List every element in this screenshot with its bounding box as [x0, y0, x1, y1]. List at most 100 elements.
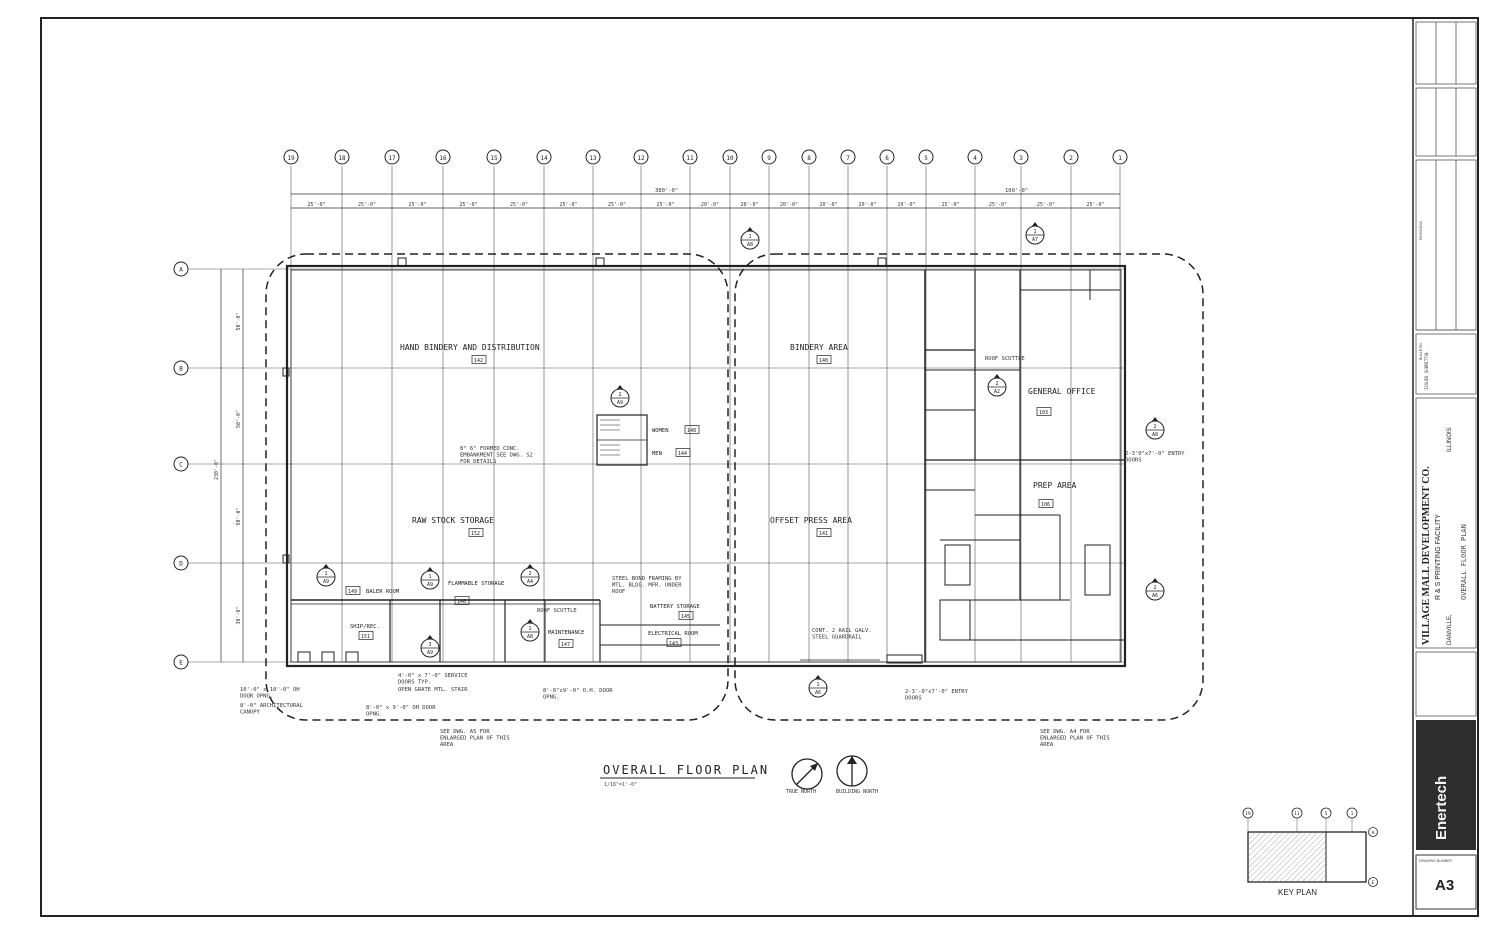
key-plan-title: KEY PLAN	[1278, 888, 1317, 897]
svg-text:2: 2	[528, 571, 531, 577]
note-text: DOORS TYP.	[398, 680, 431, 686]
section-tag: 2A2	[987, 374, 1007, 397]
svg-text:A8: A8	[1152, 432, 1158, 438]
svg-text:E: E	[1372, 880, 1375, 886]
grid-bubble	[1013, 149, 1029, 165]
room-number: 149	[348, 589, 357, 595]
overall-dim: 100'-0"	[1005, 188, 1028, 194]
svg-text:3: 3	[428, 642, 431, 648]
room-number: 147	[561, 642, 570, 648]
bay-dim: 25'-0"	[459, 202, 477, 208]
bay-dim: 25'-0"	[408, 202, 426, 208]
grid-label: 18	[338, 155, 346, 162]
note-text: ROOF	[612, 589, 625, 595]
svg-text:A8: A8	[527, 634, 533, 640]
room-number: 103	[1039, 410, 1048, 416]
grid-bubble	[633, 149, 649, 165]
section-tag: 1A8	[520, 619, 540, 642]
note-text: OPEN GRATE MTL. STAIR	[398, 687, 468, 693]
svg-text:A6: A6	[815, 690, 821, 696]
issue-note: ISSUED SUBMITTAL	[1424, 351, 1429, 390]
grid-bubble	[486, 149, 502, 165]
room-name: WOMEN	[652, 428, 669, 434]
overall-dim: 380'-0"	[655, 188, 678, 194]
bay-dim: 25'-0"	[559, 202, 577, 208]
plan-scale: 1/16"=1'-0"	[604, 782, 637, 788]
bay-dim: 25'-0"	[1086, 202, 1104, 208]
note-text: 8'-0"x9'-0" O.H. DOOR	[543, 688, 613, 694]
grid-bubble	[761, 149, 777, 165]
total-depth-dim: 230'-0"	[214, 459, 220, 480]
room-number: 145	[681, 614, 690, 620]
grid-bubble	[1063, 149, 1079, 165]
grid-label: C	[179, 462, 183, 469]
grid-bubble	[840, 149, 856, 165]
title-block: VILLAGE MALL DEVELOPMENT CO. R & S PRINT…	[1412, 18, 1477, 916]
grid-label: 7	[846, 155, 850, 162]
room-number: 151	[361, 634, 370, 640]
svg-text:2: 2	[995, 381, 998, 387]
grid-label: D	[179, 561, 183, 568]
room-number: 144	[678, 451, 687, 457]
svg-text:A9: A9	[323, 579, 329, 585]
bay-dim: 20'-0"	[819, 202, 837, 208]
section-tag: 1A9	[420, 567, 440, 590]
note-text: OPNG.	[543, 695, 560, 701]
grid-bubble	[173, 654, 189, 670]
building-north-label: BUILDING NORTH	[836, 789, 878, 795]
grid-label: E	[179, 660, 183, 667]
grid-label: 3	[1019, 155, 1023, 162]
room-number: 106	[1041, 502, 1050, 508]
grid-bubble	[1112, 149, 1128, 165]
note-text: ENLARGED PLAN OF THIS	[1040, 736, 1110, 742]
note-text: 8'-0" ARCHITECTURAL	[240, 703, 304, 709]
room-name: FLAMMABLE STORAGE	[448, 581, 504, 587]
room-name: MEN	[652, 451, 662, 457]
bay-dim: 25'-0"	[358, 202, 376, 208]
bay-dim: 20'-0"	[701, 202, 719, 208]
svg-text:1: 1	[428, 574, 431, 580]
room-name: GENERAL OFFICE	[1028, 387, 1096, 396]
bay-dim: 25'-0"	[656, 202, 674, 208]
bay-dim: 25'-0"	[608, 202, 626, 208]
grid-bubble	[536, 149, 552, 165]
svg-text:A6: A6	[1152, 593, 1158, 599]
grid-bubble	[682, 149, 698, 165]
note-text: SEE DWG. A4 FOR	[1040, 729, 1090, 735]
grid-label: 2	[1069, 155, 1073, 162]
bay-dim: 20'-0"	[858, 202, 876, 208]
note-text: ROOF SCUTTLE	[537, 608, 577, 614]
note-text: 2-3'0"x7'-0" ENTRY	[1125, 451, 1185, 457]
bay-dim: 20'-0"	[780, 202, 798, 208]
grid-bubble	[801, 149, 817, 165]
grid-label: 19	[287, 155, 295, 162]
svg-text:A9: A9	[427, 582, 433, 588]
room-name: HAND BINDERY AND DISTRIBUTION	[400, 343, 540, 352]
bay-dim: 20'-0"	[897, 202, 915, 208]
svg-text:A9: A9	[617, 400, 623, 406]
note-text: 2-3'-0"x7'-0" ENTRY	[905, 689, 969, 695]
grid-bubble	[722, 149, 738, 165]
plan-title-group: OVERALL FLOOR PLAN 1/16"=1'-0" TRUE NORT…	[600, 755, 878, 795]
note-text: 8'-0" x 9'-0" OH DOOR	[366, 705, 436, 711]
svg-text:1: 1	[1351, 811, 1354, 817]
grid-label: A	[179, 267, 183, 274]
issue-label: BULLETIN	[1419, 343, 1423, 360]
svg-text:1: 1	[324, 571, 327, 577]
note-text: SEE DWG. A5 FOR	[440, 729, 490, 735]
grid-label: B	[179, 366, 183, 373]
row-dim: 50'-0"	[236, 312, 242, 330]
section-tag: 2A6	[1145, 578, 1165, 601]
note-text: STEEL BOND FRAMING BY	[612, 576, 682, 582]
grid-bubble	[173, 555, 189, 571]
grid-bubble	[173, 261, 189, 277]
note-text: DOORS	[905, 696, 922, 702]
note-text: AREA	[1040, 742, 1054, 748]
room-number: 143	[669, 641, 678, 647]
state: ILLINOIS	[1447, 427, 1453, 452]
sheet-title: OVERALL FLOOR PLAN	[1460, 524, 1468, 600]
row-dim: 50'-0"	[236, 507, 242, 525]
building-outline	[282, 257, 1127, 668]
